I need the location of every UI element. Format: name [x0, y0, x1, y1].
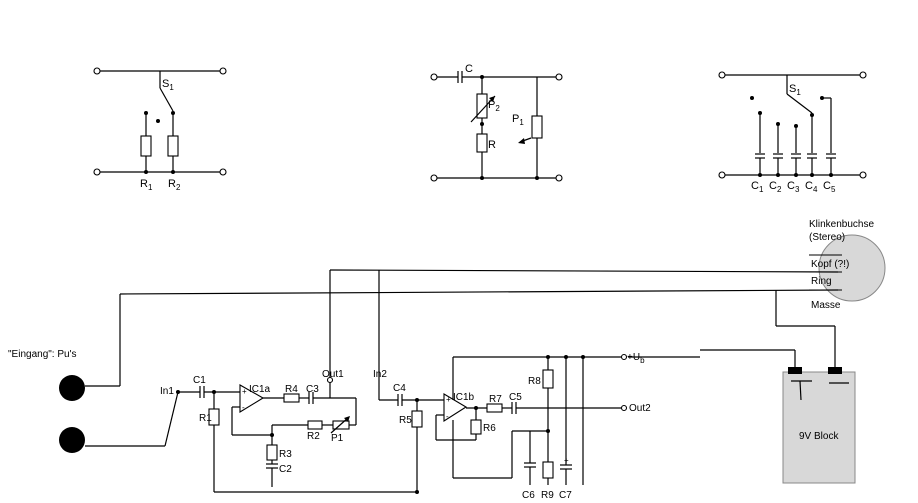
ic1a-label: IC1a: [249, 384, 271, 395]
svg-text:+: +: [564, 456, 569, 465]
ic1b-label: IC1b: [453, 392, 475, 403]
pot-p1-symbol: [531, 115, 543, 139]
stage-1: + - In1 C1 R1 IC1a R4 C3 Out1: [160, 369, 357, 492]
out2-label: Out2: [629, 403, 651, 414]
in1-label: In1: [160, 386, 174, 397]
r7-label: R7: [489, 394, 502, 405]
top-right-capacitor-switch: S1 C1 C2 C3 C4 C5: [718, 71, 867, 194]
p1-label-top: P1: [512, 113, 524, 127]
s1-label-right: S1: [789, 83, 801, 97]
battery-label: 9V Block: [799, 431, 839, 442]
battery-body: [782, 371, 856, 484]
jack-title: Klinkenbuchse: [809, 219, 874, 230]
resistor-r2: [307, 420, 323, 430]
pot-p1: [332, 420, 350, 430]
c-label-top: C: [465, 63, 473, 75]
r2-label: R2: [168, 178, 181, 192]
pickup-upper: [59, 375, 85, 401]
svg-text:-: -: [242, 403, 245, 412]
r3-label: R3: [279, 449, 292, 460]
stereo-jack: Klinkenbuchse (Stereo) Kopf (?!) Ring Ma…: [809, 219, 886, 311]
r4-label: R4: [285, 384, 298, 395]
resistor-r-symbol: [476, 133, 488, 153]
opamp-ic1a: [239, 384, 265, 413]
r2-label-main: R2: [307, 431, 320, 442]
jack-ring-label: Ring: [811, 276, 832, 287]
input-label: "Eingang": Pu's: [8, 349, 77, 360]
r9-label: R9: [541, 490, 554, 501]
jack-subtitle: (Stereo): [809, 232, 845, 243]
c5-label: C5: [509, 392, 522, 403]
c1-label: C1: [193, 375, 206, 386]
c3-label-top: C3: [787, 180, 800, 194]
resistor-r8: [542, 369, 554, 389]
battery-9v: 9V Block: [782, 367, 856, 484]
r5-label: R5: [399, 415, 412, 426]
r6-label: R6: [483, 423, 496, 434]
r8-label: R8: [528, 376, 541, 387]
resistor-r4: [283, 393, 300, 403]
out1-label: Out1: [322, 369, 344, 380]
main-wiring-top: [119, 269, 839, 400]
top-middle-pot-network: C P2 R P1: [430, 63, 563, 182]
jack-body: [818, 234, 886, 302]
p2-label: P2: [488, 99, 500, 113]
input-pickups: "Eingang": Pu's: [8, 349, 179, 453]
s1-label-left: S1: [162, 78, 174, 92]
svg-text:+: +: [242, 387, 247, 396]
r-label-top: R: [488, 139, 496, 151]
c4-label: C4: [393, 383, 406, 394]
c2-label-top: C2: [769, 180, 782, 194]
c5-label-top: C5: [823, 180, 836, 194]
c2-label: C2: [279, 464, 292, 475]
r1-main-label: R1: [199, 413, 212, 424]
supply-label: +Ub: [627, 352, 645, 365]
resistor-r5: [411, 410, 423, 428]
opamp-ic1b: [443, 393, 468, 423]
capacitor-bank: [755, 153, 836, 159]
c1-label-top: C1: [751, 180, 764, 194]
pickup-lower: [59, 427, 85, 453]
stage-2: + -: [214, 352, 651, 501]
resistor-r9: [542, 461, 554, 479]
svg-text:+: +: [446, 395, 451, 404]
jack-masse-label: Masse: [811, 300, 841, 311]
resistor-r1-symbol: [140, 135, 152, 157]
resistor-r2-symbol: [167, 135, 179, 157]
top-left-resistor-switch: S1 R1 R2: [93, 67, 227, 192]
p1-label-main: P1: [331, 433, 344, 444]
r1-label: R1: [140, 178, 153, 192]
jack-kopf-label: Kopf (?!): [811, 259, 849, 270]
resistor-r7: [486, 403, 503, 413]
c6-label: C6: [522, 490, 535, 501]
c7-label: C7: [559, 490, 572, 501]
resistor-r3: [266, 444, 278, 461]
c4-label-top: C4: [805, 180, 818, 194]
svg-text:-: -: [446, 412, 449, 421]
in2-label: In2: [373, 369, 387, 380]
resistor-r6: [470, 419, 482, 435]
c3-label: C3: [306, 384, 319, 395]
